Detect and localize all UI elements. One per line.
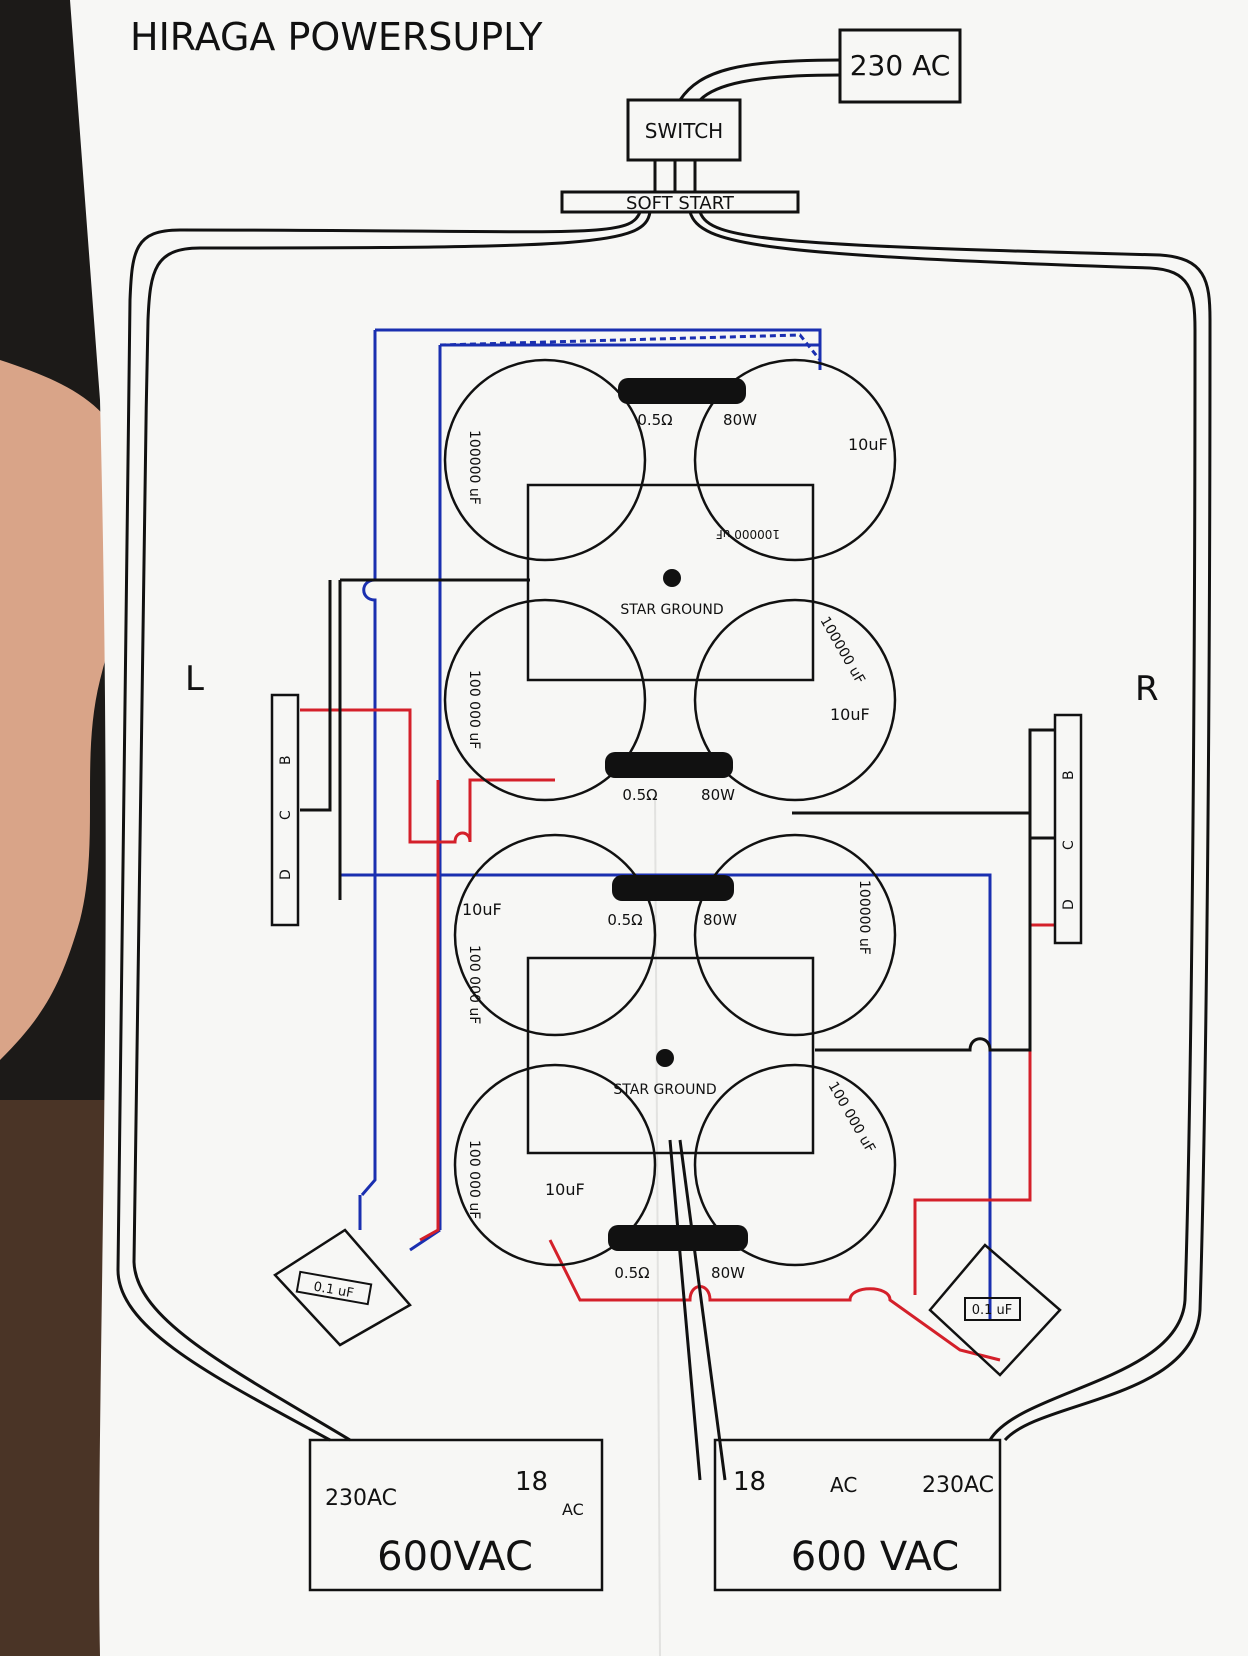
switch-box [626, 98, 742, 162]
lower-cap-tl-value: 100 000 uF [466, 945, 482, 1024]
paper-sheet [70, 0, 1248, 1656]
lower-cap-tr-value: 100000 uF [856, 880, 872, 955]
lower-star-ground-point [656, 1049, 674, 1067]
upper-cap-br [693, 598, 897, 802]
upper-star-ground-point [663, 569, 681, 587]
upper-cap-tr [693, 358, 897, 562]
rail-wiring [300, 328, 1055, 1481]
upper-cap-tr-value: 100000 uF [716, 527, 780, 541]
upper-res-bottom-power: 80W [701, 786, 735, 804]
upper-bypass-top: 10uF [848, 435, 888, 454]
right-transformer-primary: 230AC [922, 1473, 994, 1498]
upper-cap-bl [443, 598, 647, 802]
right-transformer-secondary-suffix: AC [830, 1473, 857, 1497]
left-transformer: 230AC 18 AC 600VAC [308, 1438, 604, 1592]
left-bridge-rectifier: 0.1 uF [273, 1228, 412, 1347]
lower-res-top-value: 0.5Ω [607, 911, 642, 929]
right-transformer: 18 AC 230AC 600 VAC [713, 1438, 1002, 1592]
left-bridge-cap: 0.1 uF [312, 1280, 355, 1302]
diagram-title: HIRAGA POWERSUPLY [130, 15, 543, 59]
lower-resistor-top [612, 875, 734, 901]
upper-cap-bl-value: 100 000 uF [466, 670, 482, 749]
upper-cap-tl [443, 358, 647, 562]
upper-cap-tl-value: 100000 uF [466, 430, 482, 505]
lower-res-bottom-power: 80W [711, 1264, 745, 1282]
lower-resistor-bottom [608, 1225, 748, 1251]
lower-cap-tl [453, 833, 657, 1037]
mains-label: 230 AC [850, 49, 951, 82]
right-pin-d: D [1061, 899, 1077, 910]
lower-cap-br [693, 1063, 897, 1267]
soft-start-box [560, 190, 800, 214]
right-terminal-block: R B C D [1053, 669, 1159, 945]
switch-label: SWITCH [645, 119, 723, 143]
left-transformer-secondary-suffix: AC [562, 1500, 584, 1519]
upper-bypass-bottom: 10uF [830, 705, 870, 724]
right-transformer-secondary: 18 [733, 1467, 766, 1497]
mains-box [838, 28, 962, 104]
left-channel-label: L [185, 659, 204, 699]
lower-cap-bl [453, 1063, 657, 1267]
upper-resistor-bottom [605, 752, 733, 778]
upper-star-label: STAR GROUND [620, 602, 723, 618]
upper-res-top-value: 0.5Ω [637, 411, 672, 429]
right-bridge-cap: 0.1 uF [972, 1303, 1013, 1318]
left-transformer-secondary: 18 [515, 1467, 548, 1497]
left-pin-d: D [278, 869, 294, 880]
lower-res-top-power: 80W [703, 911, 737, 929]
lower-res-bottom-value: 0.5Ω [614, 1264, 649, 1282]
lower-cap-tr [693, 833, 897, 1037]
lower-star-label: STAR GROUND [613, 1082, 716, 1098]
left-transformer-rating: 600VAC [377, 1534, 533, 1580]
mains-wiring [116, 211, 1212, 1442]
upper-res-top-power: 80W [723, 411, 757, 429]
hand [0, 360, 137, 1060]
right-bridge-rectifier: 0.1 uF [928, 1243, 1062, 1377]
lower-cap-bl-value: 100 000 uF [466, 1140, 482, 1219]
left-pin-b: B [278, 755, 294, 765]
left-terminal-block: L B C D [185, 659, 300, 927]
upper-resistor-top [618, 378, 746, 404]
lower-bypass-top: 10uF [462, 900, 502, 919]
lower-bypass-bottom: 10uF [545, 1180, 585, 1199]
right-pin-b: B [1061, 770, 1077, 780]
right-pin-c: C [1061, 840, 1077, 850]
right-transformer-rating: 600 VAC [791, 1534, 959, 1580]
right-channel-label: R [1135, 669, 1159, 709]
left-transformer-primary: 230AC [325, 1486, 397, 1511]
left-pin-c: C [278, 810, 294, 820]
soft-start-label: SOFT START [626, 193, 735, 214]
upper-res-bottom-value: 0.5Ω [622, 786, 657, 804]
